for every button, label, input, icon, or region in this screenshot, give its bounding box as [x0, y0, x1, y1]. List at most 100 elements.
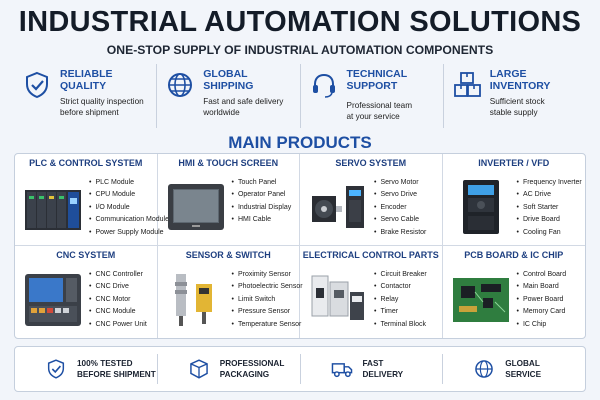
feature-title: INVENTORY	[489, 80, 551, 92]
feature-desc: Sufficient stock	[489, 97, 545, 106]
list-item[interactable]: Servo Drive	[374, 189, 426, 201]
feature-desc: stable supply	[489, 108, 538, 117]
service-text: BEFORE SHIPMENT	[77, 370, 156, 379]
list-item[interactable]: PLC Module	[89, 177, 169, 189]
feature-desc: at your service	[346, 112, 400, 121]
list-item[interactable]: Terminal Block	[374, 319, 427, 331]
list-item[interactable]: Cooling Fan	[517, 227, 582, 239]
list-item[interactable]: Operator Panel	[232, 189, 292, 201]
category-title: PLC & CONTROL SYSTEM	[29, 158, 143, 168]
category-title: CNC SYSTEM	[56, 250, 116, 260]
plc-rack-icon	[25, 190, 81, 230]
category-items: Frequency Inverter AC Drive Soft Starter…	[517, 177, 582, 239]
category-items: Servo Motor Servo Drive Encoder Servo Ca…	[374, 177, 426, 239]
cnc-controller-icon	[25, 274, 81, 326]
list-item[interactable]: Proximity Sensor	[232, 269, 303, 281]
list-item[interactable]: CNC Power Unit	[89, 319, 146, 331]
category-card-plc[interactable]: PLC & CONTROL SYSTEM PLC Module CPU Modu…	[15, 154, 169, 246]
feature-strip: RELIABLE QUALITY Strict quality inspecti…	[14, 64, 586, 128]
feature-title: LARGE	[489, 68, 527, 80]
feature-large-inventory: LARGE INVENTORY Sufficient stock stable …	[444, 64, 586, 128]
feature-desc: Professional team	[346, 101, 413, 110]
category-card-servo[interactable]: SERVO SYSTEM Servo Motor Servo Drive Enc…	[300, 154, 443, 246]
service-text: PACKAGING	[219, 370, 270, 379]
product-grid: PLC & CONTROL SYSTEM PLC Module CPU Modu…	[14, 153, 586, 339]
list-item[interactable]: Power Board	[517, 294, 567, 306]
list-item[interactable]: CNC Motor	[89, 294, 147, 306]
list-item[interactable]: Touch Panel	[232, 177, 292, 189]
category-card-sensor[interactable]: SENSOR & SWITCH Proximity Sensor Photoel…	[158, 246, 303, 338]
list-item[interactable]: Soft Starter	[517, 202, 582, 214]
feature-reliable-quality: RELIABLE QUALITY Strict quality inspecti…	[14, 64, 158, 128]
service-packaging: PROFESSIONAL PACKAGING	[158, 354, 301, 384]
list-item[interactable]: IC Chip	[517, 319, 567, 331]
category-card-hmi[interactable]: HMI & TOUCH SCREEN Touch Panel Operator …	[157, 154, 300, 246]
category-card-pcb[interactable]: PCB BOARD & IC CHIP Control Board Main B…	[443, 246, 586, 338]
service-text: DELIVERY	[362, 370, 404, 379]
list-item[interactable]: CNC Drive	[89, 281, 147, 293]
service-text: SERVICE	[505, 370, 542, 379]
page-title: INDUSTRIAL AUTOMATION SOLUTIONS	[18, 6, 582, 38]
category-title: SENSOR & SWITCH	[185, 250, 271, 260]
service-text: GLOBAL	[505, 359, 540, 368]
feature-desc: before shipment	[60, 108, 119, 117]
truck-icon	[331, 363, 352, 378]
pcb-board-icon	[452, 278, 509, 322]
service-tested: 100% TESTED BEFORE SHIPMENT	[15, 354, 158, 384]
list-item[interactable]: Servo Motor	[374, 177, 426, 189]
list-item[interactable]: Photoelectric Sensor	[232, 281, 303, 293]
category-items: Proximity Sensor Photoelectric Sensor Li…	[232, 269, 303, 331]
category-items: Control Board Main Board Power Board Mem…	[517, 269, 567, 331]
list-item[interactable]: Encoder	[374, 202, 426, 214]
list-item[interactable]: Temperature Sensor	[232, 319, 303, 331]
category-title: SERVO SYSTEM	[335, 158, 407, 168]
service-global: GLOBAL SERVICE	[443, 354, 585, 384]
list-item[interactable]: Communication Module	[89, 214, 169, 226]
list-item[interactable]: Relay	[374, 294, 427, 306]
list-item[interactable]: CPU Module	[89, 189, 169, 201]
feature-title: TECHNICAL SUPPORT	[346, 68, 407, 92]
list-item[interactable]: Memory Card	[517, 306, 567, 318]
service-strip: 100% TESTED BEFORE SHIPMENT PROFESSIONAL…	[14, 346, 586, 392]
headset-icon	[312, 73, 335, 98]
list-item[interactable]: HMI Cable	[232, 214, 292, 226]
category-card-electrical[interactable]: ELECTRICAL CONTROL PARTS Circuit Breaker…	[300, 246, 443, 338]
list-item[interactable]: Main Board	[517, 281, 567, 293]
list-item[interactable]: Limit Switch	[232, 294, 303, 306]
list-item[interactable]: AC Drive	[517, 189, 582, 201]
list-item[interactable]: Brake Resistor	[374, 227, 426, 239]
category-title: INVERTER / VFD	[478, 158, 550, 168]
list-item[interactable]: Power Supply Module	[89, 227, 169, 239]
category-items: Touch Panel Operator Panel Industrial Di…	[232, 177, 292, 227]
package-icon	[189, 359, 208, 379]
service-delivery: FAST DELIVERY	[301, 354, 444, 384]
service-text: 100% TESTED	[77, 359, 133, 368]
category-card-inverter[interactable]: INVERTER / VFD Frequency Inverter AC Dri…	[442, 154, 585, 246]
shield-check-icon	[26, 71, 48, 99]
feature-title: GLOBAL	[203, 68, 248, 80]
servo-motor-icon	[312, 186, 364, 228]
list-item[interactable]: Circuit Breaker	[374, 269, 426, 281]
category-card-cnc[interactable]: CNC SYSTEM CNC Controller CNC Drive CNC …	[15, 246, 158, 338]
list-item[interactable]: Timer	[374, 306, 427, 318]
list-item[interactable]: Servo Cable	[374, 214, 426, 226]
category-items: PLC Module CPU Module I/O Module Communi…	[89, 177, 169, 239]
list-item[interactable]: CNC Module	[89, 306, 147, 318]
feature-desc: worldwide	[203, 108, 240, 117]
list-item[interactable]: Frequency Inverter	[517, 177, 582, 189]
list-item[interactable]: Pressure Sensor	[232, 306, 303, 318]
list-item[interactable]: Control Board	[517, 269, 566, 281]
category-items: CNC Controller CNC Drive CNC Motor CNC M…	[89, 269, 147, 331]
service-text: PROFESSIONAL	[219, 359, 285, 368]
list-item[interactable]: Contactor	[374, 281, 427, 293]
feature-desc: Fast and safe delivery	[203, 97, 284, 106]
list-item[interactable]: Industrial Display	[232, 202, 291, 214]
touch-panel-icon	[167, 184, 224, 230]
list-item[interactable]: I/O Module	[89, 202, 169, 214]
feature-desc: Strict quality inspection	[60, 97, 144, 106]
shield-check-icon	[47, 359, 65, 379]
list-item[interactable]: Drive Board	[517, 214, 582, 226]
list-item[interactable]: CNC Controller	[89, 269, 147, 281]
section-title: MAIN PRODUCTS	[228, 133, 372, 152]
inverter-icon	[462, 180, 499, 234]
